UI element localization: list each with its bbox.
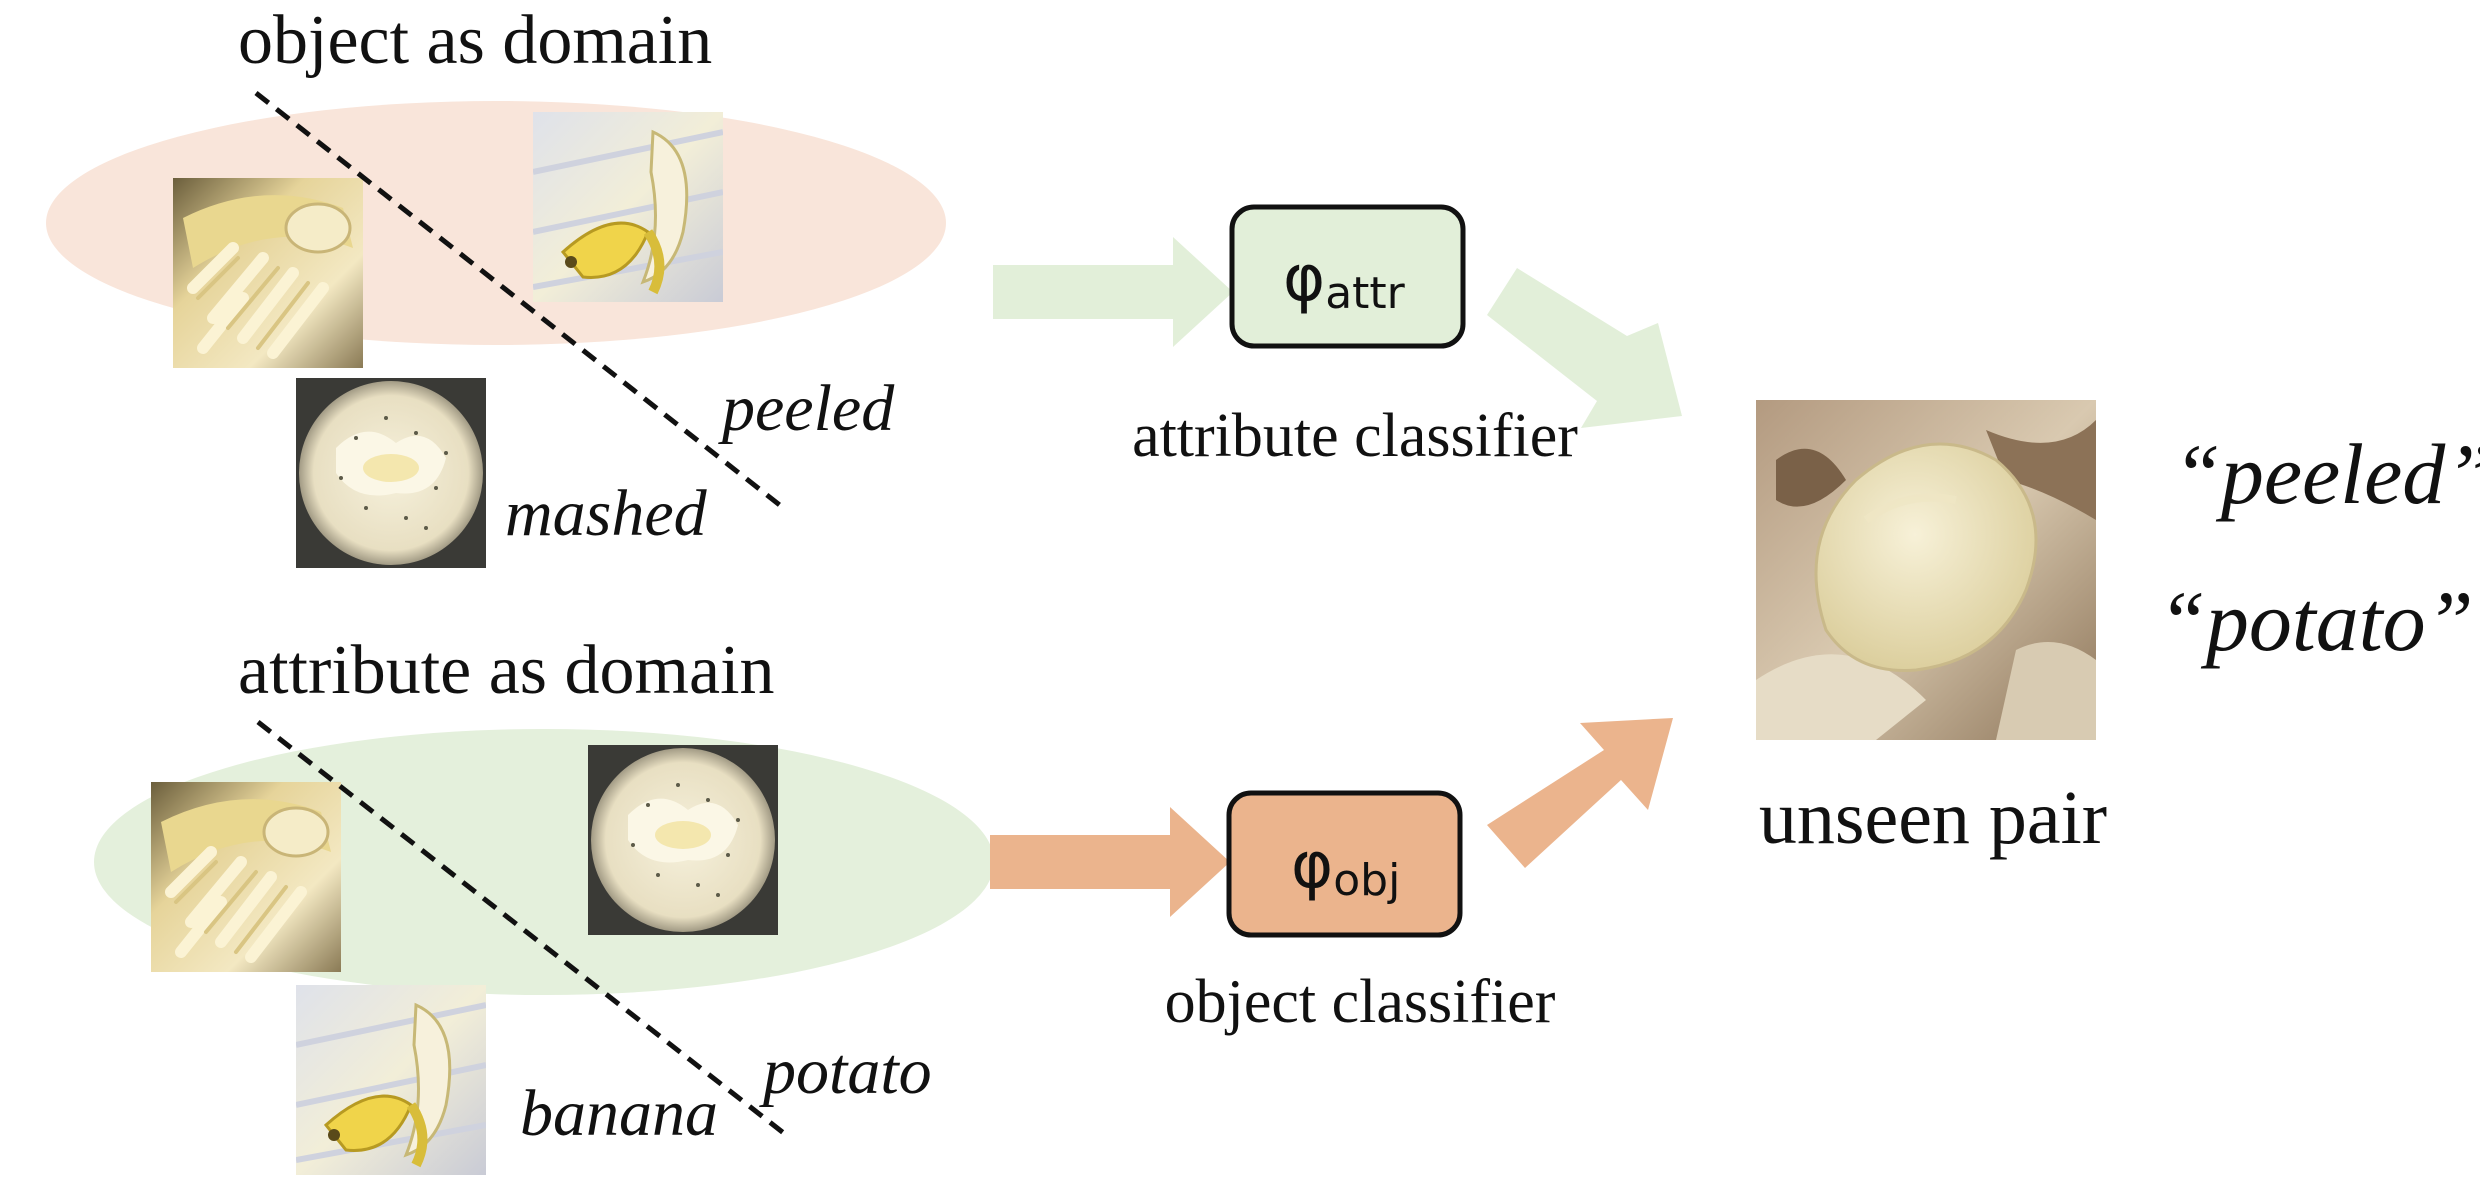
photo-banana-mashed-bottom — [151, 782, 341, 972]
obj-classifier-symbol: φobj — [1291, 829, 1400, 906]
bottom-panel: attribute as domain potato banana — [94, 632, 994, 1175]
bottom-dashed-boundary — [256, 720, 792, 1140]
photo-banana-mashed-top — [173, 178, 363, 368]
obj-classifier-subscript: obj — [1333, 855, 1400, 906]
attr-classifier-box — [1229, 204, 1466, 349]
attr-classifier-subscript: attr — [1325, 268, 1405, 319]
top-panel-title: object as domain — [238, 2, 712, 79]
top-label-right: peeled — [718, 372, 895, 445]
bottom-label-right: potato — [759, 1035, 932, 1108]
top-label-left: mashed — [505, 477, 708, 550]
result-group: unseen pair “peeled” “potato” — [1756, 400, 2480, 860]
photo-potato-mashed-bottom — [588, 745, 778, 935]
obj-quote: “potato” — [2158, 573, 2473, 669]
obj-classifier-caption: object classifier — [1165, 968, 1556, 1036]
attr-classifier-group: φattr attribute classifier — [993, 204, 1682, 470]
photo-banana-peeled-top — [533, 112, 723, 302]
orange-output-arrow — [1487, 718, 1673, 868]
attr-classifier-symbol: φattr — [1283, 242, 1406, 319]
obj-classifier-box — [1226, 790, 1463, 938]
top-dashed-boundary — [254, 91, 788, 512]
obj-classifier-group: φobj object classifier — [990, 718, 1673, 1036]
green-input-arrow — [993, 237, 1233, 347]
photo-banana-peeled-bottom — [296, 985, 486, 1175]
attr-classifier-caption: attribute classifier — [1132, 402, 1578, 470]
photo-potato-mashed-top — [296, 378, 486, 568]
orange-input-arrow — [990, 807, 1230, 917]
bottom-panel-title: attribute as domain — [238, 632, 775, 709]
attr-quote: “peeled” — [2173, 426, 2480, 522]
top-panel: object as domain peeled mashed — [46, 2, 946, 568]
bottom-label-left: banana — [520, 1077, 718, 1150]
unseen-pair-caption: unseen pair — [1759, 776, 2107, 860]
photo-potato-peeled-unseen — [1756, 400, 2096, 740]
green-output-arrow — [1487, 268, 1682, 428]
